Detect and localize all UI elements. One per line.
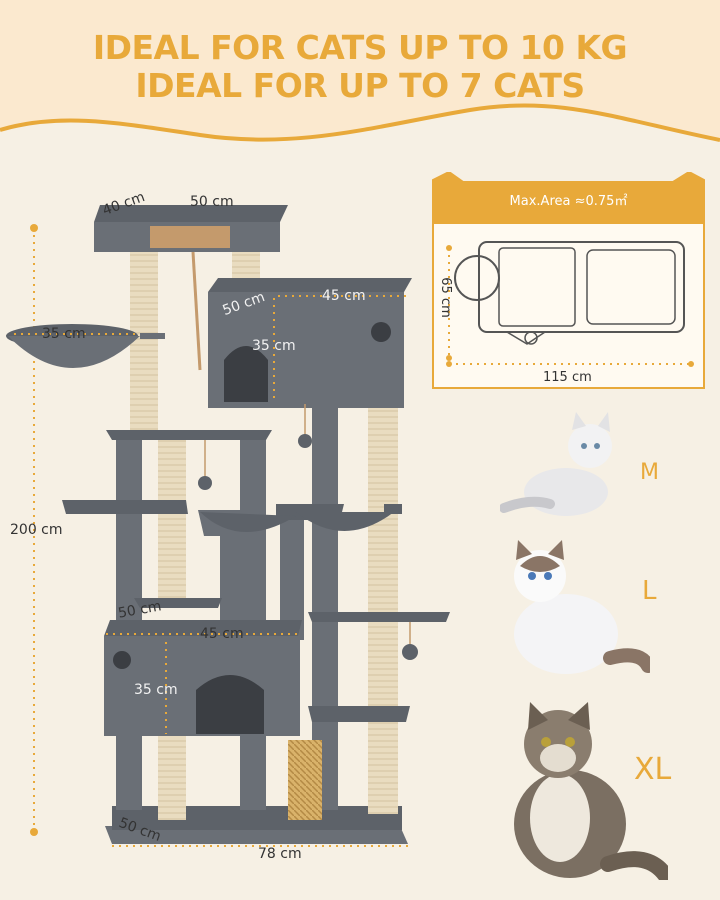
footprint-depth-label: 65 cm — [437, 277, 453, 318]
cat-xl-photo — [514, 702, 668, 880]
lower-condo-width-label: 45 cm — [200, 626, 244, 642]
upper-condo-width-label: 45 cm — [322, 288, 366, 304]
size-m-label: M — [640, 460, 659, 485]
cat-l-photo — [514, 540, 650, 674]
hammock-width-label: 35 cm — [42, 326, 86, 342]
size-xl-label: XL — [634, 752, 672, 787]
headline-cats: IDEAL FOR UP TO 7 CATS — [135, 66, 585, 105]
header-banner — [0, 0, 720, 142]
upper-condo-height-label: 35 cm — [252, 338, 296, 354]
lower-condo-height-label: 35 cm — [134, 682, 178, 698]
top-width-label: 50 cm — [190, 194, 234, 210]
headline-weight: IDEAL FOR CATS UP TO 10 KG — [92, 28, 628, 67]
total-height-label: 200 cm — [10, 522, 63, 538]
cat-m-photo — [500, 412, 612, 516]
size-l-label: L — [642, 576, 657, 606]
footprint-diagram — [432, 170, 705, 389]
footprint-panel: Max.Area ≈0.75㎡ 65 cm 115 cm — [427, 170, 710, 394]
max-area-label: Max.Area ≈0.75㎡ — [509, 194, 628, 209]
base-width-label: 78 cm — [258, 846, 302, 862]
footprint-width-label: 115 cm — [543, 370, 592, 385]
